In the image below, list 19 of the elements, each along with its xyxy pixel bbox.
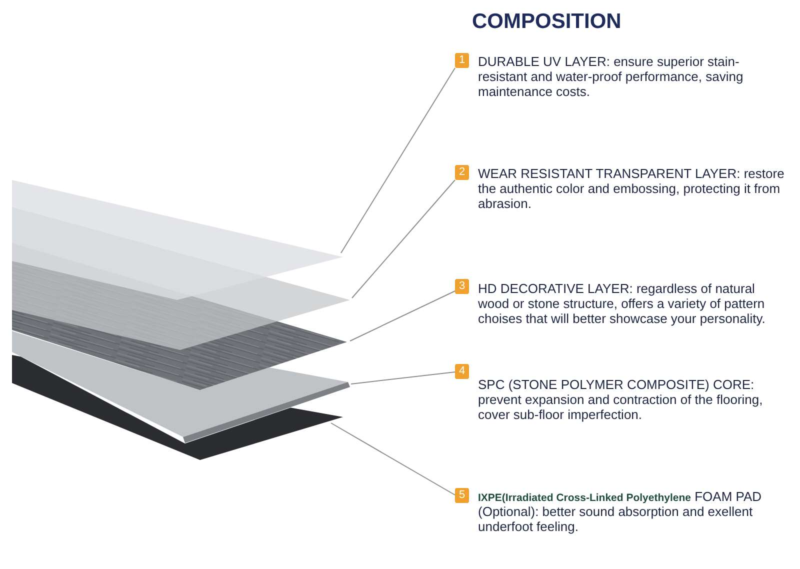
core-board-layer xyxy=(12,331,350,443)
callout-number: 3 xyxy=(455,279,469,294)
callout-number: 4 xyxy=(455,364,469,379)
callout-number: 2 xyxy=(455,165,469,180)
leader-line xyxy=(350,290,456,342)
heading: COMPOSITION xyxy=(472,10,622,34)
leader-line xyxy=(330,422,456,496)
top-coat-layer xyxy=(12,180,343,300)
leader-line xyxy=(352,180,456,298)
layer-description: WEAR RESISTANT TRANSPARENT LAYER: restore the authentic color and embossing, protecting it from abrasion. xyxy=(478,166,786,211)
leader-line xyxy=(340,68,456,254)
foam-pad-layer xyxy=(12,355,343,460)
layer-description: IXPE(Irradiated Cross-Linked Polyethylene FOAM PAD (Optional): better sound absorption and exellent underfoot feeling. xyxy=(478,489,763,534)
layer-description: SPC (STONE POLYMER COMPOSITE) CORE: prevent expansion and contraction of the flooring, cover sub-floor imperfection. xyxy=(478,377,764,422)
layer-description: HD DECORATIVE LAYER: regardless of natural wood or stone structure, offers a variety of pattern choises that will better showcase your personality. xyxy=(478,281,766,326)
leader-line xyxy=(350,372,456,384)
callout-number: 5 xyxy=(455,488,469,503)
callout-number: 1 xyxy=(455,53,469,68)
layer-description: DURABLE UV LAYER: ensure superior stain-resistant and water-proof performance, saving maintenance costs. xyxy=(478,54,744,99)
